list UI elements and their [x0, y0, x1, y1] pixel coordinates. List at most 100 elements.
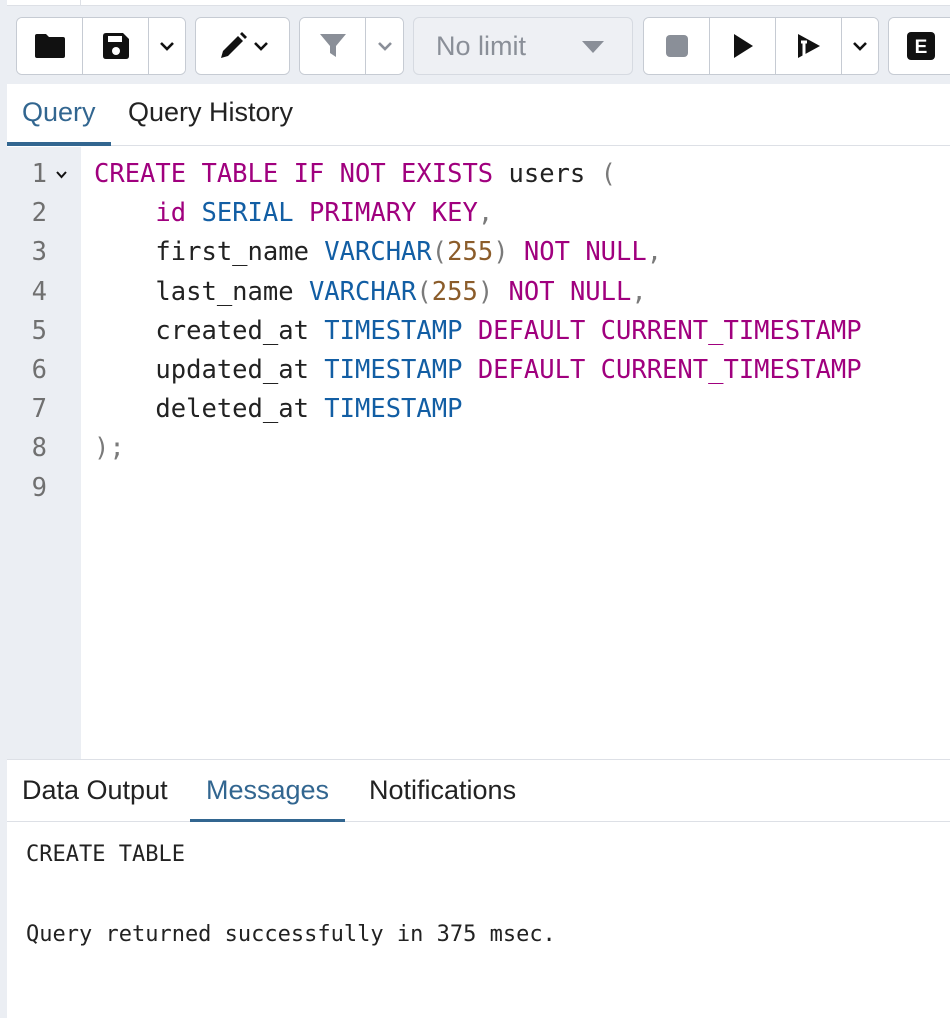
top-strip-divider	[80, 0, 81, 6]
code-text: first_name VARCHAR(255) NOT NULL,	[94, 233, 662, 272]
code-token: created_at	[94, 315, 325, 346]
line-number: 4	[31, 276, 47, 307]
explain-icon: E	[907, 32, 935, 60]
code-token: updated_at	[94, 355, 325, 385]
line-number: 1	[31, 159, 47, 189]
tab-data-output[interactable]: Data Output	[22, 775, 168, 805]
editor-line[interactable]: 4 last_name VARCHAR(255) NOT NULL,	[7, 273, 950, 312]
line-number: 8	[31, 433, 47, 464]
file-button-group	[16, 17, 186, 75]
tab-messages[interactable]: Messages	[189, 760, 346, 823]
explain-button-group: E	[888, 17, 950, 75]
code-text: );	[94, 429, 125, 468]
code-token: )	[493, 237, 524, 268]
filter-options-dropdown[interactable]	[366, 18, 403, 74]
tab-query[interactable]: Query	[7, 84, 111, 146]
save-file-button[interactable]	[83, 18, 149, 74]
edit-pencil-icon	[220, 32, 247, 58]
tab-query-history[interactable]: Query History	[128, 97, 294, 127]
explain-button[interactable]: E	[889, 18, 950, 74]
code-token: 255	[431, 276, 478, 307]
editor-line[interactable]: 9	[7, 469, 950, 508]
editor-line[interactable]: 1 CREATE TABLE IF NOT EXISTS users (	[7, 155, 950, 194]
code-token: ,	[477, 198, 494, 229]
chevron-down-icon	[853, 41, 867, 51]
query-tab-bar: Query Query History	[7, 84, 950, 146]
code-token: last_name	[94, 276, 309, 307]
code-token: VARCHAR	[324, 237, 432, 268]
code-token: NOT NULL	[523, 237, 647, 268]
svg-text:E: E	[915, 37, 928, 58]
save-options-dropdown[interactable]	[149, 18, 185, 74]
editor-line[interactable]: 6 updated_at TIMESTAMP DEFAULT CURRENT_T…	[7, 351, 950, 390]
result-tab-bar: Data Output Messages Notifications	[7, 759, 950, 823]
stop-query-button[interactable]	[644, 18, 710, 74]
code-token	[186, 198, 201, 228]
top-strip	[0, 0, 950, 6]
editor-line[interactable]: 3 first_name VARCHAR(255) NOT NULL,	[7, 233, 950, 272]
code-token: id	[94, 198, 187, 229]
stop-icon	[665, 35, 688, 57]
filter-button[interactable]	[300, 18, 366, 74]
execute-script-icon	[797, 34, 820, 58]
chevron-down-icon	[160, 41, 174, 51]
code-token: ,	[631, 276, 647, 307]
caret-down-icon	[582, 41, 604, 53]
chevron-down-icon	[253, 41, 268, 51]
code-token: users	[493, 159, 601, 189]
code-token: NOT NULL	[508, 276, 632, 307]
code-token: (	[600, 159, 616, 189]
code-token: );	[94, 433, 125, 464]
editor-line[interactable]: 2 id SERIAL PRIMARY KEY,	[7, 194, 950, 233]
code-token	[462, 355, 477, 385]
editor-line[interactable]: 7 deleted_at TIMESTAMP	[7, 390, 950, 429]
messages-panel: CREATE TABLE Query returned successfully…	[7, 822, 950, 1018]
code-token: SERIAL	[201, 198, 294, 229]
open-file-button[interactable]	[17, 18, 83, 74]
filter-button-group	[299, 17, 404, 75]
editor-line[interactable]: 5 created_at TIMESTAMP DEFAULT CURRENT_T…	[7, 312, 950, 351]
code-token: DEFAULT CURRENT_TIMESTAMP	[477, 315, 862, 346]
code-text: id SERIAL PRIMARY KEY,	[94, 194, 493, 233]
code-text: CREATE TABLE IF NOT EXISTS users (	[94, 155, 616, 194]
save-icon	[102, 33, 129, 59]
code-token: TIMESTAMP	[324, 355, 463, 385]
code-token: TIMESTAMP	[324, 394, 463, 425]
code-token: CREATE TABLE IF NOT EXISTS	[94, 159, 494, 189]
code-text: last_name VARCHAR(255) NOT NULL,	[94, 273, 647, 312]
code-token: VARCHAR	[308, 276, 417, 307]
code-token: (	[431, 237, 448, 268]
left-rail	[0, 0, 7, 1018]
execute-button-group	[643, 17, 879, 75]
code-text: deleted_at TIMESTAMP	[94, 390, 462, 429]
query-toolbar: No limit E	[7, 6, 950, 84]
row-limit-select[interactable]: No limit	[413, 17, 633, 75]
line-number: 9	[31, 472, 47, 503]
folder-open-icon	[34, 34, 65, 58]
edit-dropdown-button[interactable]	[196, 18, 289, 74]
code-token	[294, 198, 309, 228]
fold-chevron-icon[interactable]	[55, 168, 68, 181]
line-number: 2	[31, 198, 47, 229]
code-token	[462, 316, 477, 346]
execute-options-dropdown[interactable]	[842, 18, 878, 74]
line-number: 5	[31, 315, 47, 346]
code-text: created_at TIMESTAMP DEFAULT CURRENT_TIM…	[94, 312, 862, 351]
code-token: )	[477, 276, 509, 307]
editor-line[interactable]: 8);	[7, 429, 950, 468]
code-token: deleted_at	[94, 394, 325, 425]
code-text: updated_at TIMESTAMP DEFAULT CURRENT_TIM…	[94, 351, 862, 390]
code-token: TIMESTAMP	[324, 315, 463, 346]
line-number: 6	[31, 355, 47, 385]
code-token: DEFAULT CURRENT_TIMESTAMP	[477, 355, 862, 385]
code-token: PRIMARY KEY	[308, 198, 478, 229]
code-token: (	[416, 276, 432, 307]
message-detail: Query returned successfully in 375 msec.	[26, 922, 556, 947]
execute-script-button[interactable]	[776, 18, 842, 74]
tab-notifications[interactable]: Notifications	[369, 775, 517, 805]
filter-icon	[319, 34, 346, 57]
execute-icon	[733, 34, 753, 58]
row-limit-value: No limit	[436, 30, 527, 61]
execute-query-button[interactable]	[710, 18, 776, 74]
